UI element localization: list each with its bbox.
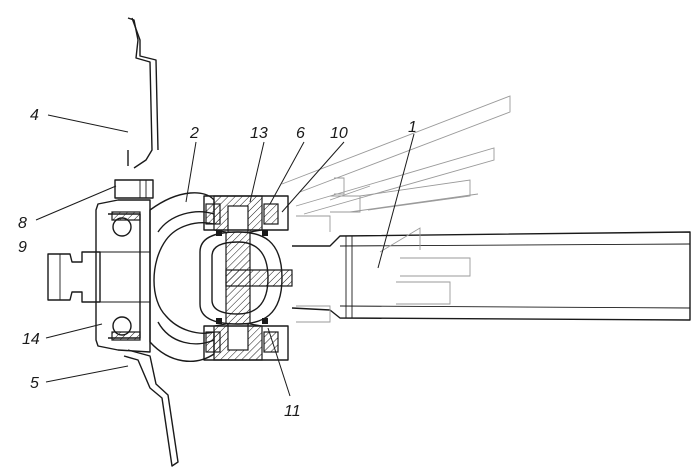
callout-1: 1 <box>408 119 417 136</box>
leader-lines <box>35 114 415 397</box>
callout-4: 4 <box>30 107 39 124</box>
phantom-outline <box>281 95 511 323</box>
callout-5: 5 <box>30 375 39 392</box>
callouts: 4 2 13 6 10 1 8 9 14 5 11 <box>18 107 417 420</box>
callout-14: 14 <box>22 331 40 348</box>
callout-6: 6 <box>296 125 305 142</box>
shaft-stub <box>47 251 150 303</box>
bolt-8 <box>114 179 154 199</box>
callout-8: 8 <box>18 215 27 232</box>
callout-10: 10 <box>330 125 348 142</box>
callout-13: 13 <box>250 125 268 142</box>
bearing-cups <box>203 195 289 361</box>
callout-2: 2 <box>189 125 199 142</box>
bearing-housing <box>95 199 151 353</box>
callout-9: 9 <box>18 239 27 256</box>
propeller-shaft <box>291 231 691 321</box>
callout-11: 11 <box>284 403 301 420</box>
mounting-plate <box>123 17 179 467</box>
